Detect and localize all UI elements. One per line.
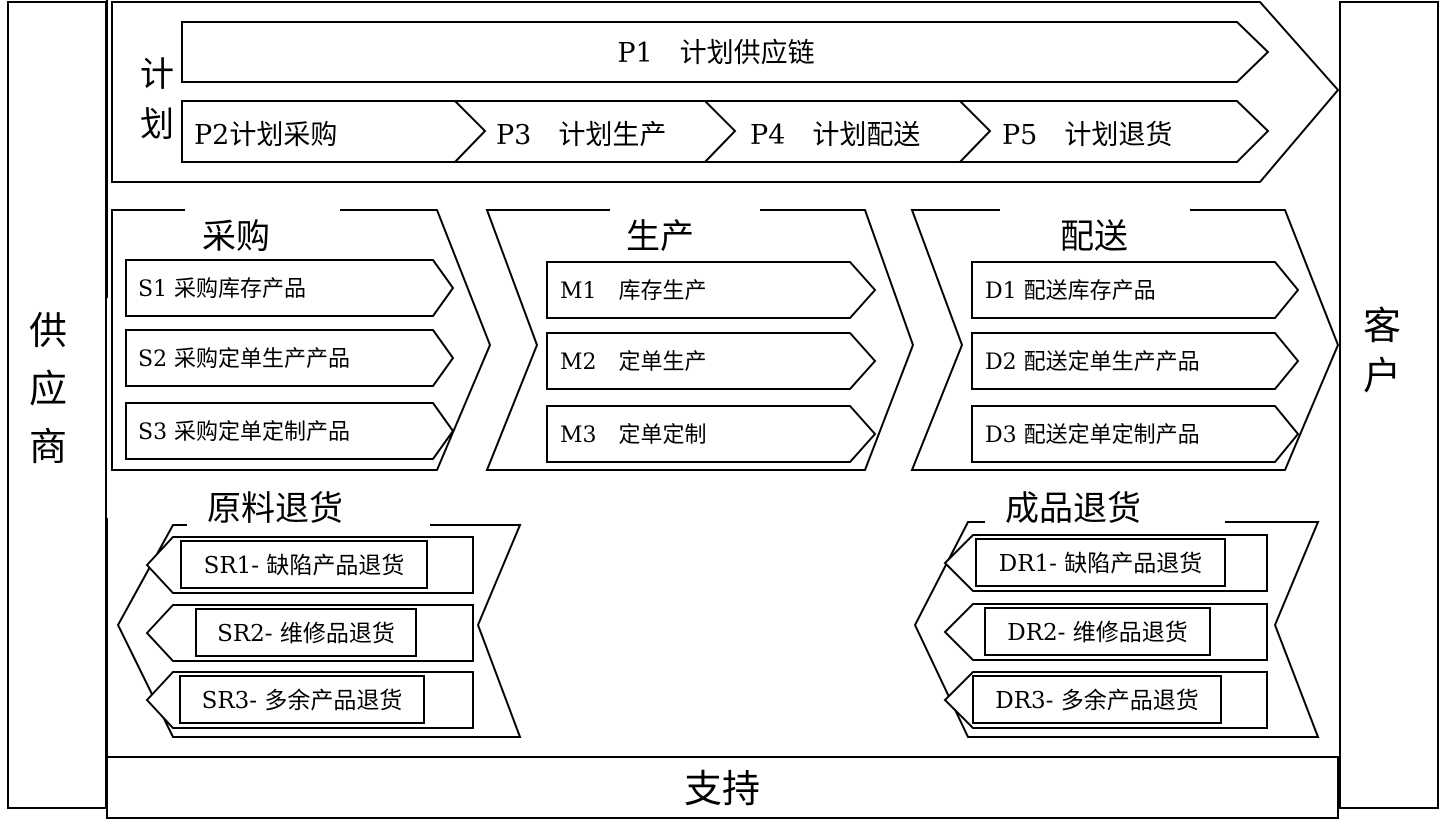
p4-label: P4 计划配送 — [750, 120, 920, 151]
deliver-item-1: D1 配送库存产品 — [971, 261, 1300, 319]
deliver-return-title: 成品退货 — [1005, 489, 1141, 529]
make-section: 生产 M1 库存生产 M2 定单生产 M3 定单定制 — [485, 209, 915, 471]
supplier-label: 供应商 — [28, 309, 67, 469]
p3-label: P3 计划生产 — [496, 120, 666, 151]
source_return-item-label: SR3- 多余产品退货 — [202, 688, 403, 714]
deliver-title: 配送 — [1060, 217, 1128, 257]
p3-chevron — [704, 100, 737, 163]
source-item-3: S3 采购定单定制产品 — [125, 402, 455, 460]
source_return-item-3: SR3- 多余产品退货 — [145, 671, 474, 729]
p5-label: P5 计划退货 — [1002, 120, 1172, 151]
source-item-label: S1 采购库存产品 — [138, 277, 306, 302]
deliver-item-2: D2 配送定单生产产品 — [971, 332, 1300, 390]
make-item-label: M1 库存生产 — [560, 279, 707, 304]
support-label: 支持 — [684, 767, 760, 811]
p2-chevron — [454, 100, 487, 163]
make-title: 生产 — [626, 217, 694, 257]
plan-title: 计划 — [140, 55, 174, 145]
customer-box — [1339, 1, 1439, 809]
customer-label: 客户 — [1362, 304, 1401, 398]
deliver-return-section: 成品退货 DR1- 缺陷产品退货 DR2- 维修品退货 DR3- 多余产品退货 — [913, 489, 1320, 738]
deliver_return-item-label: DR2- 维修品退货 — [1007, 620, 1187, 646]
deliver-item-label: D3 配送定单定制产品 — [985, 423, 1200, 448]
source_return-item-label: SR1- 缺陷产品退货 — [204, 553, 405, 579]
deliver-item-label: D2 配送定单生产产品 — [985, 350, 1200, 375]
source_return-item-1: SR1- 缺陷产品退货 — [145, 536, 474, 594]
support-box: 支持 — [106, 756, 1339, 819]
source-return-title: 原料退货 — [207, 489, 343, 529]
make-item-label: M3 定单定制 — [560, 423, 707, 448]
supplier-box — [7, 1, 107, 809]
source-section: 采购 S1 采购库存产品 S2 采购定单生产产品 S3 采购定单定制产品 — [111, 209, 492, 471]
deliver_return-item-label: DR3- 多余产品退货 — [995, 688, 1198, 714]
deliver-item-label: D1 配送库存产品 — [985, 279, 1156, 304]
make-item-2: M2 定单生产 — [546, 332, 877, 390]
deliver_return-item-3: DR3- 多余产品退货 — [943, 671, 1268, 729]
deliver_return-item-1: DR1- 缺陷产品退货 — [943, 534, 1268, 592]
source-title: 采购 — [202, 217, 270, 257]
p1-chevron — [181, 21, 1270, 83]
source-item-1: S1 采购库存产品 — [125, 259, 455, 317]
deliver-section: 配送 D1 配送库存产品 D2 配送定单生产产品 D3 配送定单定制产品 — [910, 209, 1340, 471]
source-item-label: S3 采购定单定制产品 — [138, 420, 350, 445]
p2-label: P2计划采购 — [194, 120, 337, 151]
plan-section: P1 计划供应链 P2计划采购 P3 计划生产 P4 计划配送 P5 计划退货 — [111, 1, 1340, 183]
source-item-2: S2 采购定单生产产品 — [125, 329, 455, 387]
source_return-item-2: SR2- 维修品退货 — [145, 604, 474, 662]
make-item-3: M3 定单定制 — [546, 405, 877, 463]
p1-label: P1 计划供应链 — [617, 38, 814, 69]
make-item-1: M1 库存生产 — [546, 261, 877, 319]
make-item-label: M2 定单生产 — [560, 350, 707, 375]
deliver-item-3: D3 配送定单定制产品 — [971, 405, 1300, 463]
source-item-label: S2 采购定单生产产品 — [138, 347, 350, 372]
deliver_return-item-2: DR2- 维修品退货 — [943, 603, 1268, 661]
deliver_return-item-label: DR1- 缺陷产品退货 — [999, 551, 1202, 577]
source-return-section: 原料退货 SR1- 缺陷产品退货 SR2- 维修品退货 SR3- 多余产品退货 — [116, 489, 522, 738]
p4-chevron — [959, 100, 992, 163]
source_return-item-label: SR2- 维修品退货 — [217, 621, 395, 647]
